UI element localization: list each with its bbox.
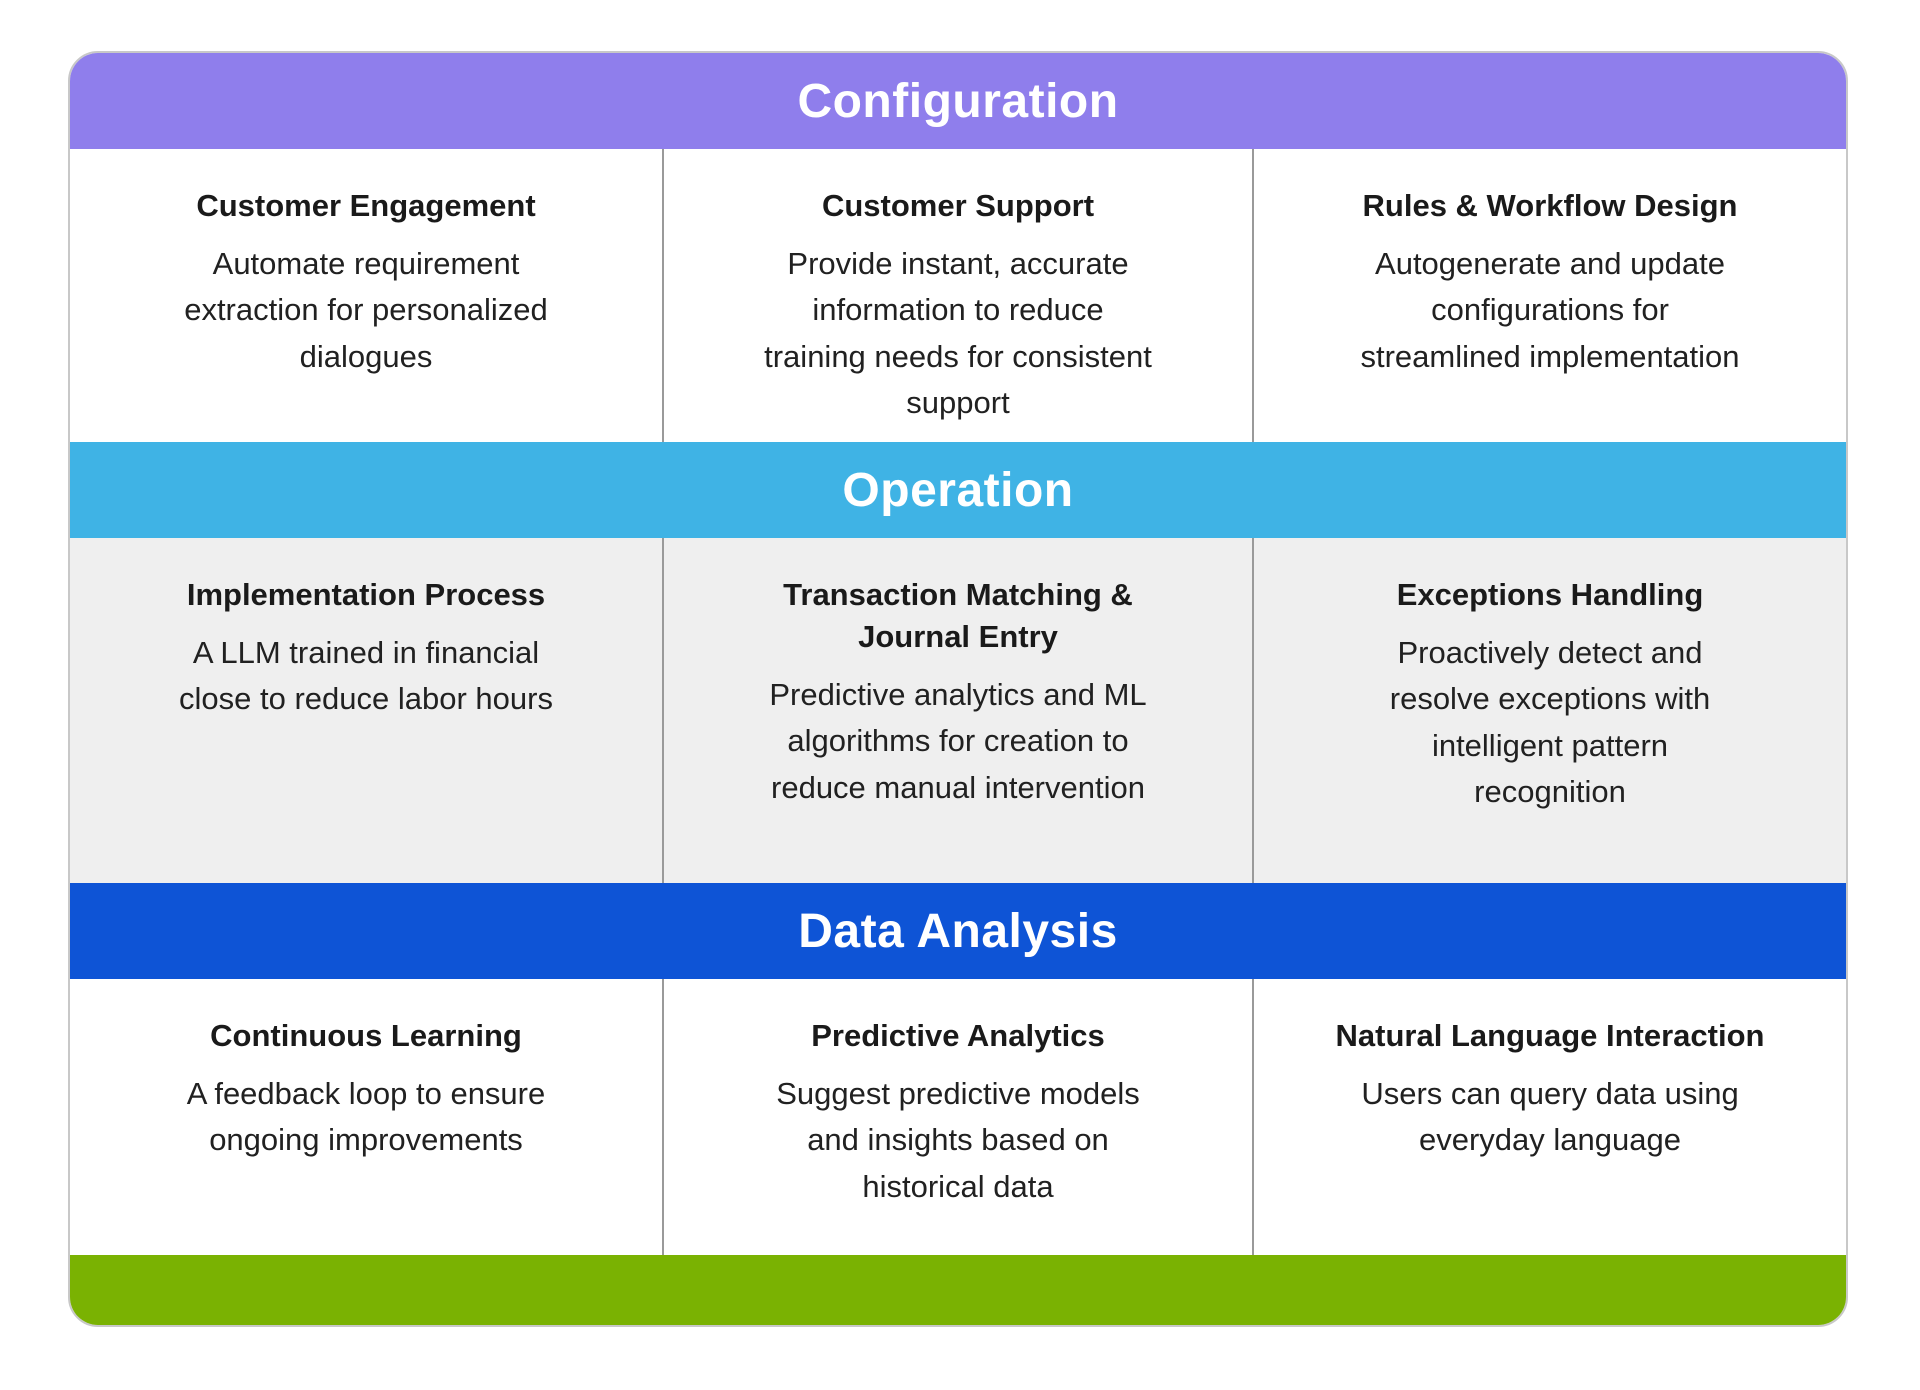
cell-implementation-process: Implementation Process A LLM trained in … [70, 538, 662, 883]
cell-customer-support: Customer Support Provide instant, accura… [662, 149, 1254, 442]
section-row-operation: Implementation Process A LLM trained in … [70, 538, 1846, 883]
cell-transaction-matching-journal-entry: Transaction Matching & Journal Entry Pre… [662, 538, 1254, 883]
footer-bar [70, 1255, 1846, 1325]
cell-description: Provide instant, accurate information to… [764, 245, 1152, 421]
cell-description: A LLM trained in financial close to redu… [179, 634, 553, 717]
cell-title: Natural Language Interaction [1335, 1018, 1765, 1053]
cell-description: Proactively detect and resolve exception… [1389, 634, 1711, 810]
cell-title: Customer Support [821, 188, 1095, 223]
cell-description: Suggest predictive models and insights b… [776, 1075, 1140, 1204]
cell-customer-engagement: Customer Engagement Automate requirement… [70, 149, 662, 442]
cell-title: Customer Engagement [196, 188, 536, 223]
section-header-operation: Operation [70, 442, 1846, 538]
section-row-data-analysis: Continuous Learning A feedback loop to e… [70, 979, 1846, 1255]
cell-description: Predictive analytics and ML algorithms f… [769, 676, 1147, 805]
cell-description: A feedback loop to ensure ongoing improv… [186, 1075, 546, 1158]
cell-exceptions-handling: Exceptions Handling Proactively detect a… [1254, 538, 1846, 883]
section-header-configuration: Configuration [70, 53, 1846, 149]
cell-description: Automate requirement extraction for pers… [184, 245, 548, 374]
cell-title: Transaction Matching & Journal Entry [783, 577, 1133, 654]
cell-title: Exceptions Handling [1396, 577, 1704, 612]
cell-natural-language-interaction: Natural Language Interaction Users can q… [1254, 979, 1846, 1255]
section-row-configuration: Customer Engagement Automate requirement… [70, 149, 1846, 442]
cell-continuous-learning: Continuous Learning A feedback loop to e… [70, 979, 662, 1255]
cell-title: Implementation Process [186, 577, 546, 612]
cell-title: Continuous Learning [210, 1018, 522, 1053]
cell-title: Predictive Analytics [811, 1018, 1105, 1053]
cell-title: Rules & Workflow Design [1362, 188, 1738, 223]
cell-rules-workflow-design: Rules & Workflow Design Autogenerate and… [1254, 149, 1846, 442]
section-header-data-analysis: Data Analysis [70, 883, 1846, 979]
cell-description: Autogenerate and update configurations f… [1360, 245, 1740, 374]
cell-description: Users can query data using everyday lang… [1361, 1075, 1739, 1158]
cell-predictive-analytics: Predictive Analytics Suggest predictive … [662, 979, 1254, 1255]
lifecycle-table: Configuration Customer Engagement Automa… [68, 51, 1848, 1327]
